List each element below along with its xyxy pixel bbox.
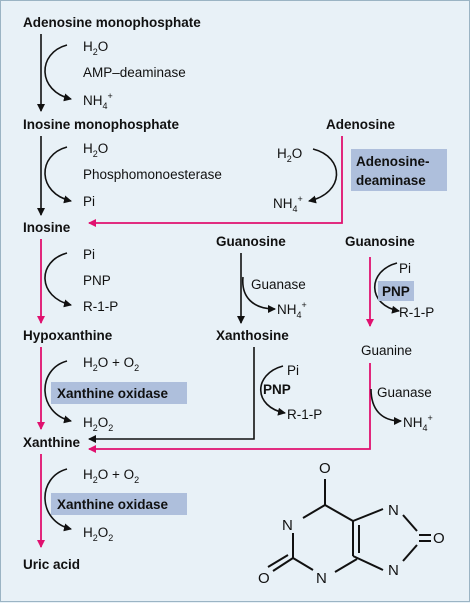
product-pi: Pi — [83, 194, 95, 209]
compound-uric-acid: Uric acid — [23, 557, 80, 572]
enzyme-adenosine-deaminase-line2: deaminase — [356, 173, 426, 188]
enzyme-guanase-1: Guanase — [251, 277, 306, 292]
atom-nitrogen-1: N — [282, 517, 293, 534]
atom-nitrogen-3: N — [316, 570, 327, 587]
curve-adenosine-deaminase — [308, 148, 338, 204]
compound-guanosine-right: Guanosine — [345, 234, 415, 249]
curve-pnp-3 — [373, 262, 400, 314]
curve-guanase-1 — [242, 276, 276, 313]
arrow-guanine-to-xanthine — [88, 363, 371, 453]
atom-nitrogen-9: N — [388, 562, 399, 579]
reagent-h2o-o2: H2O + O2 — [83, 467, 139, 485]
arrow-xanthosine-to-xanthine — [88, 347, 255, 443]
reagent-pi: Pi — [83, 247, 95, 262]
uric-acid-bonds — [267, 479, 431, 573]
product-r1p: R-1-P — [399, 305, 434, 320]
product-h2o2: H2O2 — [83, 525, 113, 543]
enzyme-guanase-2: Guanase — [377, 385, 432, 400]
compound-inosine: Inosine — [23, 220, 71, 235]
arrow-adenosine-to-inosine — [88, 136, 343, 227]
enzyme-xanthine-oxidase-1: Xanthine oxidase — [57, 386, 169, 401]
reagent-h2o: H2O — [277, 146, 302, 164]
product-nh4: NH4+ — [403, 413, 433, 433]
atom-oxygen-right: O — [433, 530, 445, 547]
enzyme-pnp-3: PNP — [382, 284, 410, 299]
compound-xanthine: Xanthine — [23, 435, 80, 450]
highlight-pnp-3 — [378, 281, 414, 301]
highlight-adenosine-deaminase — [351, 149, 447, 191]
product-h2o2: H2O2 — [83, 415, 113, 433]
uric-acid-structure: O N O N N N O — [258, 460, 445, 587]
curve-xanthine-oxidase-1 — [44, 360, 72, 424]
compound-hypoxanthine: Hypoxanthine — [23, 328, 113, 343]
atom-oxygen-left: O — [258, 570, 270, 587]
curve-amp-deaminase — [44, 44, 72, 102]
curve-phosphomonoesterase — [44, 146, 72, 204]
compound-imp: Inosine monophosphate — [23, 117, 179, 132]
reagent-pi: Pi — [399, 261, 411, 276]
product-nh4: NH4+ — [273, 194, 303, 214]
reagent-h2o: H2O — [83, 39, 108, 57]
reagent-h2o-o2: H2O + O2 — [83, 355, 139, 373]
enzyme-phosphomonoesterase: Phosphomonoesterase — [83, 167, 222, 182]
curve-xanthine-oxidase-2 — [44, 468, 72, 532]
product-r1p: R-1-P — [83, 299, 118, 314]
atom-nitrogen-7: N — [388, 502, 399, 519]
product-nh4: NH4+ — [277, 300, 307, 320]
curve-pnp-1 — [44, 252, 72, 308]
enzyme-xanthine-oxidase-2: Xanthine oxidase — [57, 497, 169, 512]
product-nh4: NH4+ — [83, 91, 113, 111]
compound-adenosine: Adenosine — [326, 117, 396, 132]
product-r1p: R-1-P — [287, 407, 322, 422]
compound-guanosine-middle: Guanosine — [216, 234, 286, 249]
highlight-xanthine-oxidase-2 — [51, 493, 187, 515]
atom-oxygen-top: O — [319, 460, 331, 477]
enzyme-adenosine-deaminase-line1: Adenosine- — [356, 154, 430, 169]
reagent-pi: Pi — [287, 363, 299, 378]
compound-guanine: Guanine — [361, 343, 412, 358]
reagent-h2o: H2O — [83, 141, 108, 159]
curve-pnp-2 — [259, 365, 286, 416]
curve-guanase-2 — [370, 388, 402, 425]
enzyme-pnp-1: PNP — [83, 273, 111, 288]
highlight-xanthine-oxidase-1 — [51, 382, 187, 404]
compound-xanthosine: Xanthosine — [216, 328, 289, 343]
enzyme-pnp-2: PNP — [263, 382, 291, 397]
enzyme-amp-deaminase: AMP–deaminase — [83, 65, 186, 80]
compound-amp: Adenosine monophosphate — [23, 15, 201, 30]
